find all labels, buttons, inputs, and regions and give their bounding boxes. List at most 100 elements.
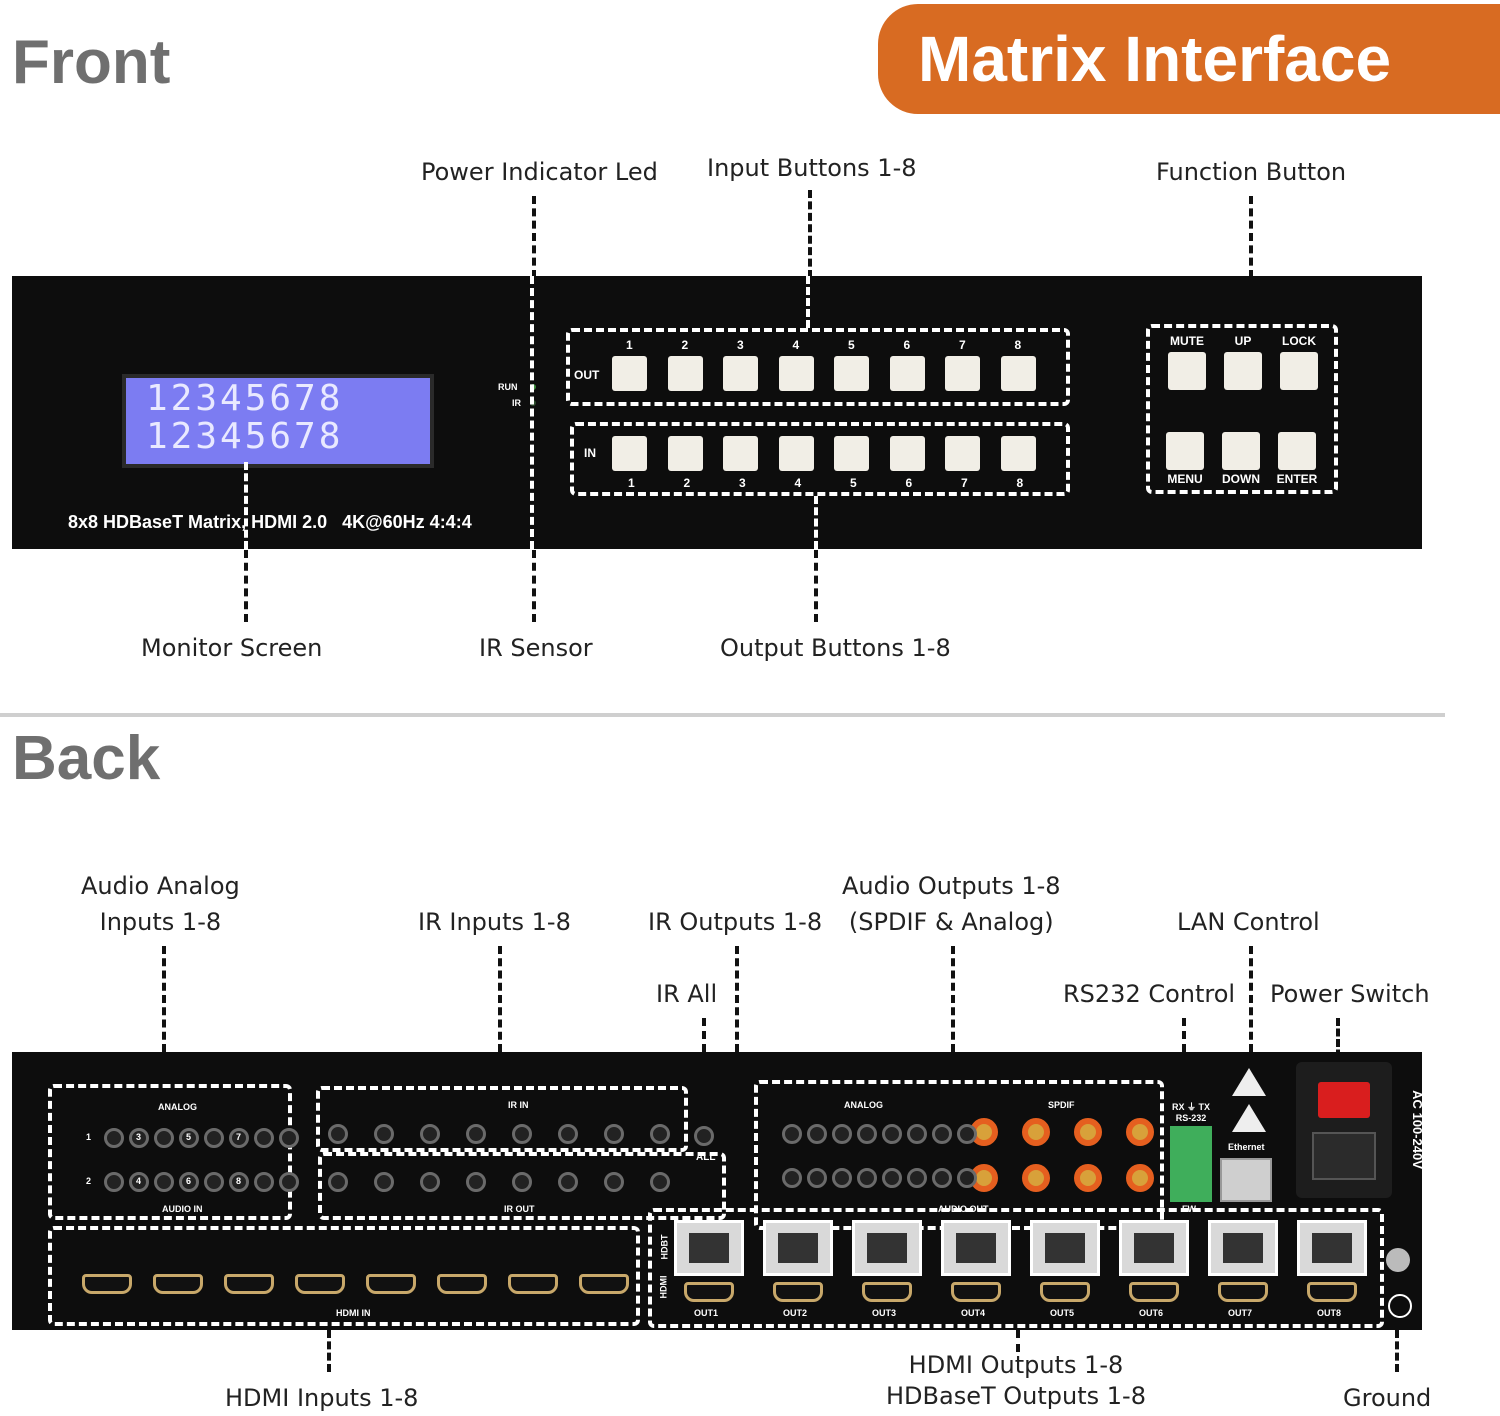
audio-in-jack[interactable]: [154, 1128, 174, 1148]
output-button-3[interactable]: [723, 356, 758, 391]
function-button-down[interactable]: [1222, 432, 1260, 470]
hdmi-input-port[interactable]: [224, 1274, 274, 1294]
hdbaset-output-port[interactable]: [763, 1220, 833, 1276]
audio-out-jack[interactable]: [907, 1168, 927, 1188]
spdif-rca-jack[interactable]: [1022, 1118, 1050, 1146]
audio-in-jack[interactable]: [229, 1128, 249, 1148]
hdbaset-output-port[interactable]: [1119, 1220, 1189, 1276]
audio-out-jack[interactable]: [957, 1124, 977, 1144]
hdmi-input-port[interactable]: [153, 1274, 203, 1294]
ir-in-jack[interactable]: [650, 1124, 670, 1144]
ir-out-jack[interactable]: [558, 1172, 578, 1192]
hdmi-output-port[interactable]: [773, 1282, 823, 1302]
audio-in-jack[interactable]: [229, 1172, 249, 1192]
audio-out-jack[interactable]: [932, 1168, 952, 1188]
audio-in-jack[interactable]: [204, 1128, 224, 1148]
hdmi-input-port[interactable]: [437, 1274, 487, 1294]
hdmi-input-port[interactable]: [508, 1274, 558, 1294]
spdif-rca-jack[interactable]: [1022, 1164, 1050, 1192]
ir-in-jack[interactable]: [604, 1124, 624, 1144]
hdmi-output-port[interactable]: [951, 1282, 1001, 1302]
input-button-1[interactable]: [612, 436, 647, 471]
input-button-2[interactable]: [667, 436, 703, 471]
audio-out-jack[interactable]: [907, 1124, 927, 1144]
output-button-8[interactable]: [1000, 356, 1036, 391]
hdmi-output-port[interactable]: [1218, 1282, 1268, 1302]
audio-out-jack[interactable]: [782, 1168, 802, 1188]
hdbaset-output-port[interactable]: [1030, 1220, 1100, 1276]
audio-out-jack[interactable]: [857, 1168, 877, 1188]
audio-in-jack[interactable]: [104, 1128, 124, 1148]
audio-in-jack[interactable]: [129, 1172, 149, 1192]
input-button-6[interactable]: [889, 436, 925, 471]
function-button-menu[interactable]: [1166, 432, 1204, 470]
ir-in-jack[interactable]: [420, 1124, 440, 1144]
ir-out-jack[interactable]: [374, 1172, 394, 1192]
hdbaset-output-port[interactable]: [1297, 1220, 1367, 1276]
audio-in-jack[interactable]: [129, 1128, 149, 1148]
audio-in-jack[interactable]: [104, 1172, 124, 1192]
function-button-enter[interactable]: [1278, 432, 1316, 470]
audio-out-jack[interactable]: [832, 1124, 852, 1144]
function-button-lock[interactable]: [1280, 352, 1318, 390]
hdmi-output-port[interactable]: [1040, 1282, 1090, 1302]
output-button-7[interactable]: [945, 356, 980, 391]
spdif-rca-jack[interactable]: [1126, 1164, 1154, 1192]
audio-in-jack[interactable]: [154, 1172, 174, 1192]
audio-in-jack[interactable]: [279, 1128, 299, 1148]
output-button-5[interactable]: [834, 356, 869, 391]
ir-in-jack[interactable]: [328, 1124, 348, 1144]
spdif-rca-jack[interactable]: [1074, 1118, 1102, 1146]
function-button-up[interactable]: [1224, 352, 1262, 390]
ir-out-jack[interactable]: [466, 1172, 486, 1192]
hdbaset-output-port[interactable]: [674, 1220, 744, 1276]
ir-in-jack[interactable]: [512, 1124, 532, 1144]
audio-in-jack[interactable]: [254, 1172, 274, 1192]
audio-out-jack[interactable]: [882, 1124, 902, 1144]
input-button-3[interactable]: [723, 436, 758, 471]
ir-out-jack[interactable]: [650, 1172, 670, 1192]
ir-in-jack[interactable]: [374, 1124, 394, 1144]
output-button-6[interactable]: [889, 356, 925, 391]
hdmi-input-port[interactable]: [295, 1274, 345, 1294]
audio-in-jack[interactable]: [254, 1128, 274, 1148]
spdif-rca-jack[interactable]: [1074, 1164, 1102, 1192]
audio-in-jack[interactable]: [279, 1172, 299, 1192]
audio-in-jack[interactable]: [179, 1172, 199, 1192]
audio-out-jack[interactable]: [807, 1124, 827, 1144]
hdmi-input-port[interactable]: [579, 1274, 629, 1294]
hdmi-output-port[interactable]: [1129, 1282, 1179, 1302]
hdmi-input-port[interactable]: [366, 1274, 416, 1294]
hdmi-output-port[interactable]: [1307, 1282, 1357, 1302]
hdmi-output-port[interactable]: [684, 1282, 734, 1302]
hdbaset-output-port[interactable]: [852, 1220, 922, 1276]
ir-out-jack[interactable]: [512, 1172, 532, 1192]
audio-in-jack[interactable]: [179, 1128, 199, 1148]
spdif-rca-jack[interactable]: [1126, 1118, 1154, 1146]
ir-out-jack[interactable]: [604, 1172, 624, 1192]
hdmi-output-port[interactable]: [862, 1282, 912, 1302]
input-button-4[interactable]: [778, 436, 814, 471]
hdmi-input-port[interactable]: [82, 1274, 132, 1294]
ir-all-jack[interactable]: [694, 1126, 714, 1146]
audio-in-jack[interactable]: [204, 1172, 224, 1192]
hdbaset-output-port[interactable]: [941, 1220, 1011, 1276]
audio-out-jack[interactable]: [882, 1168, 902, 1188]
output-button-4[interactable]: [778, 356, 814, 391]
audio-out-jack[interactable]: [832, 1168, 852, 1188]
ir-in-jack[interactable]: [466, 1124, 486, 1144]
input-button-5[interactable]: [834, 436, 869, 471]
output-button-2[interactable]: [667, 356, 703, 391]
input-button-7[interactable]: [945, 436, 980, 471]
function-button-mute[interactable]: [1168, 352, 1206, 390]
ir-out-jack[interactable]: [420, 1172, 440, 1192]
power-switch-icon[interactable]: [1318, 1082, 1370, 1118]
ir-in-jack[interactable]: [558, 1124, 578, 1144]
ir-out-jack[interactable]: [328, 1172, 348, 1192]
audio-out-jack[interactable]: [932, 1124, 952, 1144]
audio-out-jack[interactable]: [782, 1124, 802, 1144]
audio-out-jack[interactable]: [957, 1168, 977, 1188]
output-button-1[interactable]: [612, 356, 647, 391]
audio-out-jack[interactable]: [857, 1124, 877, 1144]
audio-out-jack[interactable]: [807, 1168, 827, 1188]
